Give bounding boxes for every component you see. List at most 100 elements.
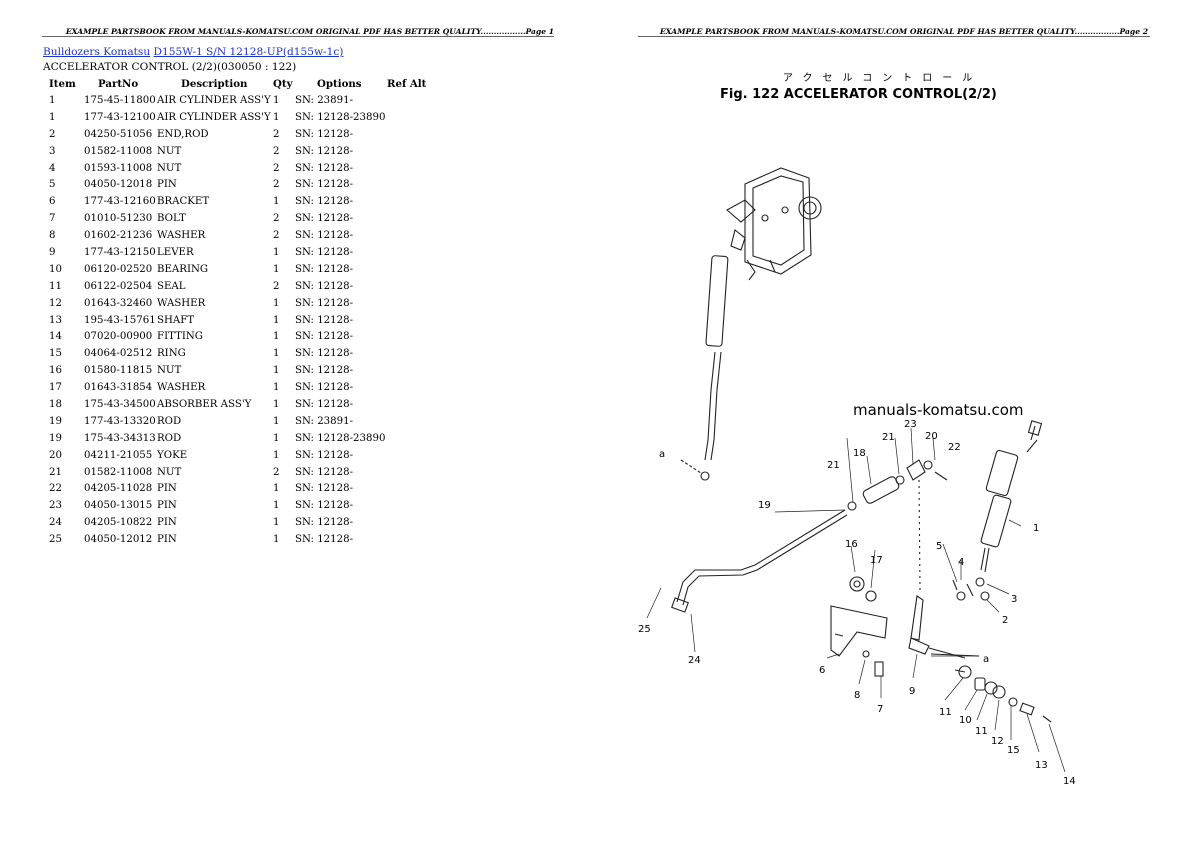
cell-description: WASHER	[157, 297, 206, 309]
cell-description: BRACKET	[157, 196, 210, 208]
leader-lines	[646, 427, 1066, 773]
cell-options: SN: 12128-	[295, 314, 354, 326]
callout-label: 5	[936, 541, 942, 552]
cell-partno: 177-43-12160	[84, 196, 156, 208]
cell-refalt	[387, 514, 426, 531]
cell-item: 22	[49, 483, 62, 495]
cell-options: SN: 12128-	[295, 196, 354, 208]
cell-options: SN: 12128-	[295, 213, 354, 225]
cell-options: SN: 12128-	[295, 145, 354, 157]
cell-refalt	[387, 312, 426, 329]
cell-options: SN: 12128-	[295, 534, 354, 546]
cell-description: WASHER	[157, 230, 206, 242]
breadcrumb-link-model[interactable]: D155W-1 S/N 12128-UP(d155w-1c)	[153, 46, 344, 58]
cell-partno: 06120-02520	[84, 263, 153, 275]
cell-partno: 195-43-15761	[84, 314, 156, 326]
cell-description: NUT	[157, 162, 182, 174]
cell-options: SN: 12128-	[295, 348, 354, 360]
cell-options: SN: 12128-23890	[295, 111, 386, 123]
cell-options: SN: 12128-	[295, 500, 354, 512]
cell-description: SEAL	[157, 280, 186, 292]
upper-air-cylinder	[680, 255, 729, 481]
callout-label: 15	[1007, 745, 1020, 756]
breadcrumb-link-category[interactable]: Bulldozers Komatsu	[43, 46, 151, 58]
cell-options: SN: 12128-	[295, 517, 354, 529]
cell-description: PIN	[157, 534, 177, 546]
callout-label: 25	[638, 624, 651, 635]
cell-description: ABSORBER ASS'Y	[157, 398, 252, 410]
cell-options: SN: 12128-	[295, 162, 354, 174]
cell-item: 2	[49, 128, 56, 140]
callout-label: a	[659, 449, 665, 460]
cell-refalt	[387, 210, 426, 227]
cell-item: 5	[49, 179, 56, 191]
cell-item: 24	[49, 517, 62, 529]
callout-label: 14	[1063, 776, 1076, 787]
callout-label: 10	[959, 715, 972, 726]
cell-partno: 04205-10822	[84, 517, 153, 529]
cell-qty: 1	[273, 246, 280, 258]
cell-partno: 175-43-34500	[84, 398, 156, 410]
cell-refalt	[387, 464, 426, 481]
cell-options: SN: 12128-	[295, 230, 354, 242]
page-title: ACCELERATOR CONTROL (2/2)(030050 : 122)	[43, 61, 297, 73]
cell-qty: 1	[273, 517, 280, 529]
cell-description: YOKE	[157, 449, 188, 461]
cell-options: SN: 12128-	[295, 483, 354, 495]
cell-partno: 04064-02512	[84, 348, 153, 360]
cell-options: SN: 12128-	[295, 297, 354, 309]
cell-description: NUT	[157, 466, 182, 478]
cell-item: 12	[49, 297, 62, 309]
cell-qty: 1	[273, 297, 280, 309]
cell-partno: 04050-12012	[84, 534, 153, 546]
cell-refalt	[387, 345, 426, 362]
callout-label: 2	[1002, 615, 1008, 626]
cell-refalt	[387, 379, 426, 396]
cell-qty: 1	[273, 534, 280, 546]
cell-refalt	[387, 447, 426, 464]
callout-label: 17	[870, 555, 883, 566]
cell-description: WASHER	[157, 382, 206, 394]
col-header-qty: Qty	[273, 78, 293, 90]
cell-description: LEVER	[157, 246, 194, 258]
callout-label: 1	[1033, 523, 1039, 534]
cell-refalt	[387, 176, 426, 193]
air-cylinder-1	[980, 420, 1043, 573]
page-header: EXAMPLE PARTSBOOK FROM MANUALS-KOMATSU.C…	[659, 27, 1148, 36]
callout-label: 3	[1011, 594, 1017, 605]
callout-label: 6	[819, 665, 825, 676]
cell-qty: 1	[273, 331, 280, 343]
cell-item: 4	[49, 162, 56, 174]
col-header-refalt: Ref Alt	[387, 78, 427, 90]
cell-description: BOLT	[157, 213, 186, 225]
cell-qty: 1	[273, 449, 280, 461]
cell-item: 23	[49, 500, 62, 512]
cell-refalt	[387, 295, 426, 312]
callout-label: 4	[958, 557, 964, 568]
cell-refalt	[387, 278, 426, 295]
cell-partno: 01582-11008	[84, 466, 153, 478]
cell-refalt	[387, 362, 426, 379]
cell-description: PIN	[157, 500, 177, 512]
cell-options: SN: 12128-	[295, 365, 354, 377]
table-header-row: Item PartNo Description Qty Options Ref …	[43, 76, 426, 92]
cell-options: SN: 12128-	[295, 179, 354, 191]
page-right: EXAMPLE PARTSBOOK FROM MANUALS-KOMATSU.C…	[595, 0, 1190, 842]
cell-options: SN: 12128-	[295, 331, 354, 343]
cell-partno: 04250-51056	[84, 128, 153, 140]
callout-label: 13	[1035, 760, 1048, 771]
cell-partno: 01643-32460	[84, 297, 153, 309]
callout-label: 9	[909, 686, 915, 697]
cell-item: 17	[49, 382, 62, 394]
cell-item: 14	[49, 331, 62, 343]
cell-partno: 01602-21236	[84, 230, 153, 242]
lower-lever-assembly	[830, 576, 1052, 723]
